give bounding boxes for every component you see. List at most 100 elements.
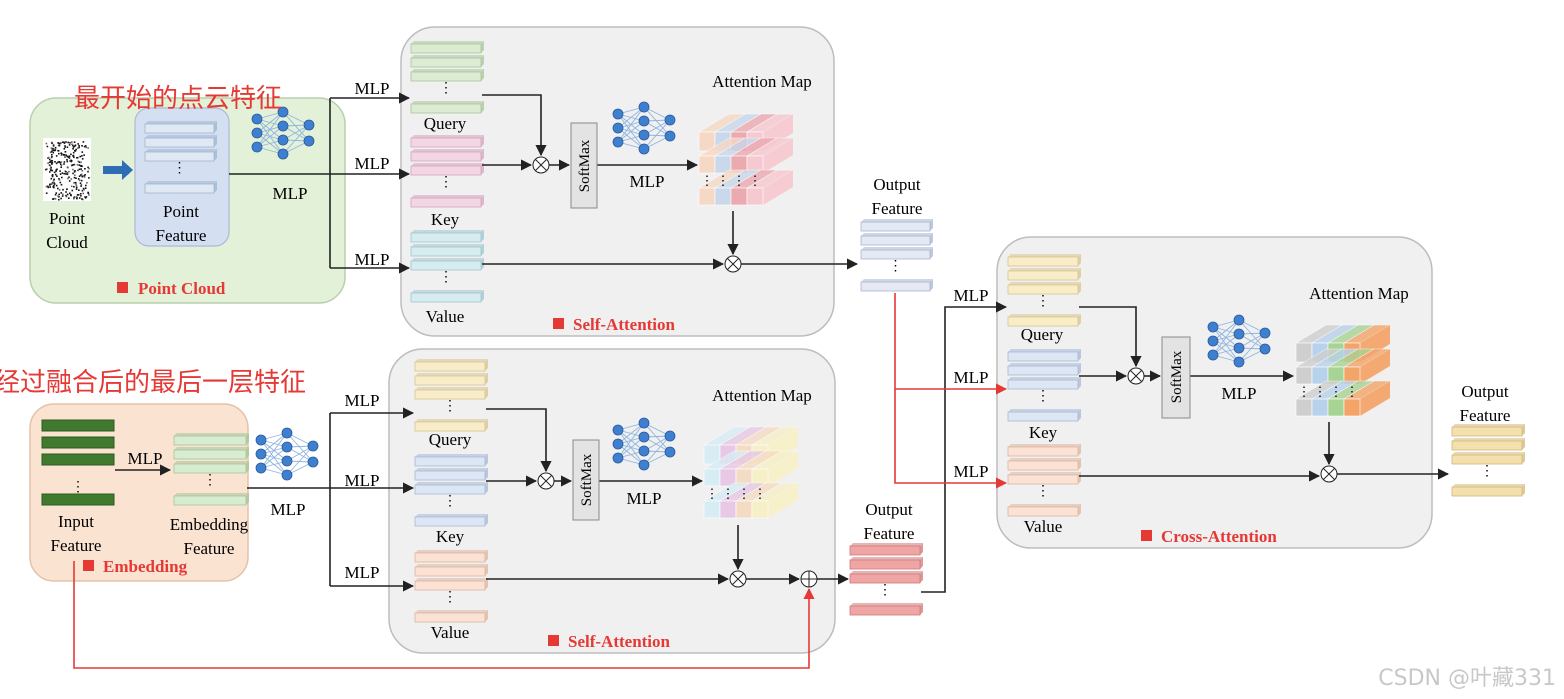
feature-bar [414, 421, 486, 432]
bar-top [415, 578, 488, 581]
point-dot [49, 171, 51, 173]
output-feature-label: Feature [864, 524, 915, 543]
bar-side [920, 557, 923, 569]
point-dot [47, 185, 49, 188]
bar-top [850, 603, 923, 606]
bar-side [246, 433, 249, 445]
output-feature-label: Output [873, 175, 921, 194]
point-dot [71, 143, 73, 146]
nn-edge [260, 432, 288, 469]
point-dot [70, 153, 72, 156]
point-dot [72, 164, 75, 166]
point-dot [58, 152, 60, 155]
attention-cell [1311, 398, 1329, 417]
panel-title-marker [117, 282, 128, 293]
multiply-operator-icon [1127, 367, 1145, 385]
feature-bar [414, 580, 486, 591]
point-dot [59, 173, 62, 175]
bar-top [1008, 504, 1081, 507]
bar-side [485, 610, 488, 622]
bar-top [861, 233, 933, 236]
operator-stroke [1130, 370, 1142, 382]
point-dot [76, 156, 79, 159]
bar-top [411, 195, 484, 198]
point-dot [63, 161, 66, 163]
point-dot [83, 154, 85, 156]
output-feature-label: Feature [872, 199, 923, 218]
point-dot [54, 198, 57, 200]
point-dot [81, 175, 83, 178]
bar-side [1078, 268, 1081, 280]
point-dot [68, 155, 71, 158]
bar-side [1078, 444, 1081, 456]
bar-top [415, 564, 488, 567]
point-dot [73, 186, 75, 188]
feature-bar [1007, 351, 1079, 362]
point-dot [78, 179, 81, 182]
neural-net-icon [251, 106, 315, 160]
bar-top [415, 610, 488, 613]
bar-top [411, 55, 484, 58]
point-dot [80, 165, 82, 167]
bar-top [415, 514, 488, 517]
panel-title-marker [548, 635, 559, 646]
ellipsis-dots: ⋮ [173, 161, 187, 176]
point-dot [84, 196, 86, 198]
embedding-feature-stack: ⋮ [173, 433, 249, 506]
point-dot [61, 172, 64, 174]
point-cloud-image [43, 138, 91, 201]
self-attention-bottom-texts: MLP MLP MLP Query Key Value Attention Ma… [345, 386, 812, 642]
bar-side [920, 603, 923, 615]
point-dot [47, 162, 49, 164]
nn-node [277, 106, 289, 118]
input-feature-label: Feature [51, 536, 102, 555]
point-dot [80, 183, 83, 186]
point-dot [66, 158, 68, 161]
point-dot [63, 148, 66, 150]
mlp-label: MLP [954, 368, 989, 387]
bar-top [411, 41, 484, 44]
ellipsis-dots: ⋮ [1036, 389, 1050, 404]
add-operator-icon [800, 570, 818, 588]
point-dot [60, 197, 62, 200]
point-dot [58, 144, 61, 147]
feature-stacks: ⋮⋮⋮⋮⋮⋮⋮⋮⋮⋮⋮⋮⋮⋮⋮ [41, 41, 1525, 623]
point-dot [78, 161, 81, 163]
point-dot [58, 189, 61, 191]
nn-edge [1238, 332, 1266, 363]
bar-top [850, 571, 923, 574]
point-dot [63, 172, 65, 175]
nn-edge [286, 432, 314, 463]
point-dot [61, 176, 63, 179]
mlp-label: MLP [630, 172, 665, 191]
feature-bar [410, 137, 482, 148]
point-dot [75, 177, 77, 179]
bar-side [1078, 409, 1081, 421]
attention-cell [714, 187, 732, 206]
point-dot [77, 147, 79, 149]
feature-bar [41, 436, 115, 449]
value-stack: ⋮ [414, 550, 488, 623]
bar-top [861, 219, 933, 222]
nn-node [638, 143, 650, 155]
point-dot [52, 143, 55, 146]
point-dot [46, 168, 48, 170]
point-dot [68, 197, 70, 199]
output-feature-bottom-texts: Output Feature [864, 500, 915, 543]
nn-node [251, 113, 263, 125]
nn-edge [617, 422, 645, 445]
nn-node [1233, 314, 1245, 326]
point-dot [46, 145, 49, 148]
feature-bar [410, 151, 482, 162]
output-feature-stack: ⋮ [849, 543, 923, 616]
bar-side [481, 195, 484, 207]
nn-node [638, 129, 650, 141]
neural-nets [251, 101, 1271, 481]
nn-edge [1212, 319, 1240, 342]
point-dot [84, 168, 86, 170]
connector-arrow [482, 94, 547, 157]
bar-top [411, 163, 484, 166]
point-dot [54, 146, 57, 149]
nn-node [1207, 321, 1219, 333]
ellipsis-dots: ⋮ [889, 259, 903, 274]
